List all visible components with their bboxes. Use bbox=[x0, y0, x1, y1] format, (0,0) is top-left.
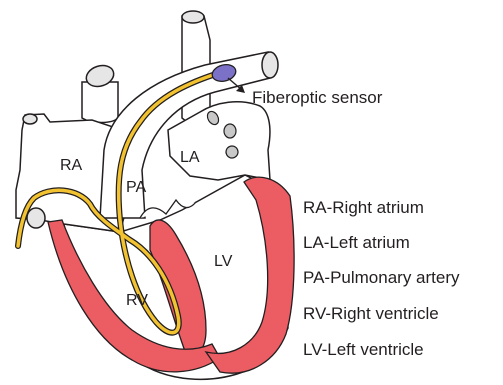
label-pa: PA bbox=[126, 179, 146, 196]
aorta-opening bbox=[182, 11, 204, 23]
pulmonary-vein-2 bbox=[224, 124, 236, 138]
legend-item-lv: LV-Left ventricle bbox=[303, 340, 424, 360]
sensor-label: Fiberoptic sensor bbox=[252, 88, 383, 107]
pulmonary-artery-opening bbox=[262, 52, 278, 78]
superior-vena-cava bbox=[82, 82, 118, 123]
legend-item-la: LA-Left atrium bbox=[303, 233, 410, 253]
legend-item-rv: RV-Right ventricle bbox=[303, 304, 439, 324]
legend-item-pa: PA-Pulmonary artery bbox=[303, 268, 460, 288]
label-lv: LV bbox=[214, 253, 233, 270]
legend-item-ra: RA-Right atrium bbox=[303, 198, 424, 218]
inferior-vena-cava-opening bbox=[23, 114, 37, 124]
label-la: LA bbox=[180, 149, 200, 166]
label-rv: RV bbox=[126, 292, 148, 309]
label-ra: RA bbox=[60, 157, 83, 174]
tricuspid-opening bbox=[27, 208, 45, 228]
